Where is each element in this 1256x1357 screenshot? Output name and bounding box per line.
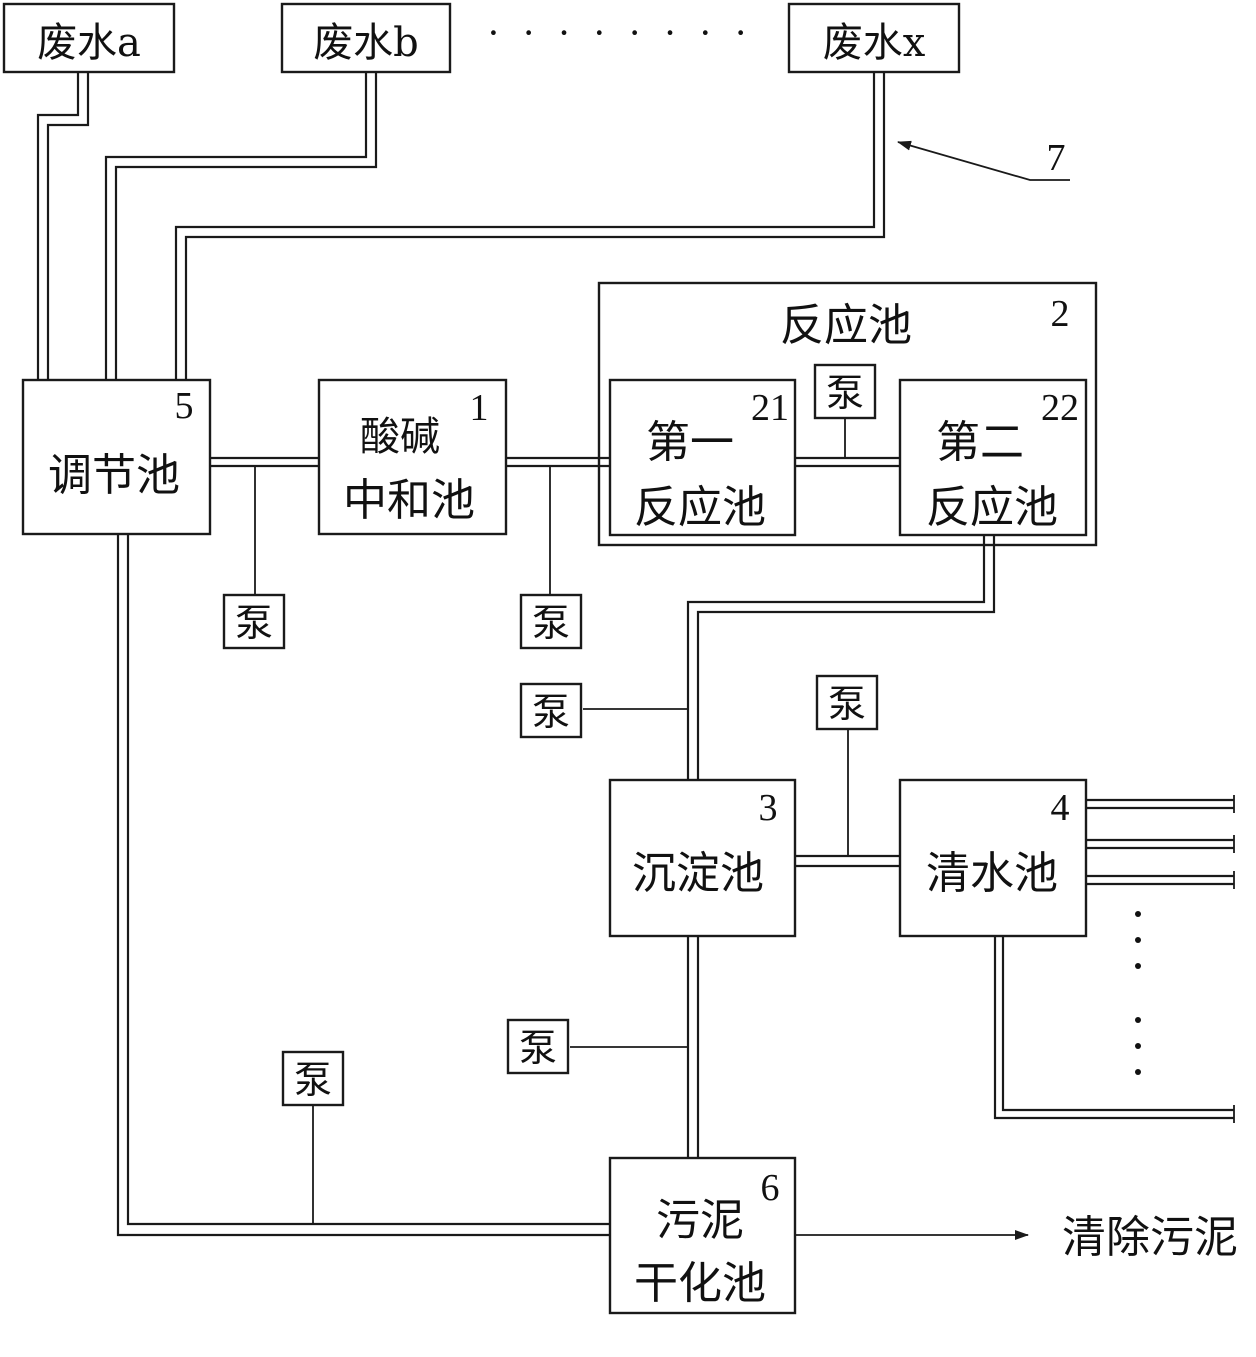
second-reactor-line2: 反应池 bbox=[926, 482, 1058, 533]
sludge-pool-line2: 干化池 bbox=[634, 1258, 766, 1309]
pump-7: 泵 bbox=[281, 1050, 345, 1107]
clear-water-pool-number: 4 bbox=[1051, 787, 1070, 829]
pipe-a-to-regulating bbox=[36, 72, 80, 380]
clear-water-pool-label: 清水池 bbox=[926, 848, 1058, 899]
sludge-pool-number: 6 bbox=[761, 1167, 780, 1209]
clear-water-pool: 清水池 4 bbox=[898, 778, 1088, 938]
pump-6: 泵 bbox=[506, 1018, 570, 1075]
source-x: 废水x bbox=[787, 2, 961, 74]
regulating-pool-label: 调节池 bbox=[48, 450, 180, 501]
source-b-label: 废水b bbox=[313, 20, 419, 66]
pump-5: 泵 bbox=[815, 674, 879, 731]
neutralization-pool-line1: 酸碱 bbox=[360, 414, 440, 460]
sludge-drying-pool: 污泥 干化池 6 bbox=[608, 1156, 797, 1315]
pump-1-label: 泵 bbox=[235, 601, 273, 645]
first-reactor-line1: 第一 bbox=[646, 417, 734, 468]
reference-7-leader bbox=[897, 140, 1070, 181]
first-reactor-number: 21 bbox=[751, 387, 789, 429]
reaction-pool-number: 2 bbox=[1051, 293, 1070, 335]
reaction-pool-group: 反应池 2 bbox=[597, 281, 1098, 547]
neutralization-pool-number: 1 bbox=[470, 387, 489, 429]
source-x-label: 废水x bbox=[823, 20, 926, 66]
pump-4-label: 泵 bbox=[532, 690, 570, 734]
pump-6-label: 泵 bbox=[519, 1026, 557, 1070]
sources-ellipsis: · · · · · · · · bbox=[487, 10, 754, 55]
second-reactor-number: 22 bbox=[1041, 387, 1079, 429]
pump-connections bbox=[254, 418, 849, 1224]
pipe-regulating-to-sludge bbox=[116, 534, 610, 1237]
neutralization-pool: 酸碱 中和池 1 bbox=[317, 378, 508, 536]
pipe-x-to-regulating bbox=[174, 72, 876, 380]
source-b: 废水b bbox=[280, 2, 452, 74]
pipe-b-to-regulating bbox=[104, 72, 368, 380]
source-a: 废水a bbox=[2, 2, 176, 74]
pump-3: 泵 bbox=[813, 363, 877, 420]
pipes bbox=[36, 72, 1235, 1237]
source-a-label: 废水a bbox=[37, 20, 141, 66]
regulating-pool: 调节池 5 bbox=[21, 378, 212, 536]
pump-2: 泵 bbox=[519, 593, 583, 650]
pump-4: 泵 bbox=[519, 682, 583, 739]
sedimentation-pool: 沉淀池 3 bbox=[608, 778, 797, 938]
second-reactor-line1: 第二 bbox=[936, 417, 1024, 468]
pump-1: 泵 bbox=[222, 593, 286, 650]
sedimentation-pool-number: 3 bbox=[759, 787, 778, 829]
pump-7-label: 泵 bbox=[294, 1058, 332, 1102]
sludge-output-label: 清除污泥 bbox=[1062, 1212, 1238, 1263]
outlet-ellipsis bbox=[1135, 911, 1141, 1075]
pipe-reactor2-to-sedimentation bbox=[686, 535, 986, 780]
pump-5-label: 泵 bbox=[828, 682, 866, 726]
regulating-pool-number: 5 bbox=[175, 385, 194, 427]
second-reactor: 第二 反应池 22 bbox=[898, 378, 1088, 537]
reference-7-label: 7 bbox=[1047, 137, 1066, 179]
pump-3-label: 泵 bbox=[826, 371, 864, 415]
first-reactor: 第一 反应池 21 bbox=[608, 378, 797, 537]
first-reactor-line2: 反应池 bbox=[634, 482, 766, 533]
sludge-pool-line1: 污泥 bbox=[656, 1195, 744, 1246]
neutralization-pool-line2: 中和池 bbox=[343, 475, 475, 526]
clearwater-outlets bbox=[993, 795, 1235, 1123]
pump-2-label: 泵 bbox=[532, 601, 570, 645]
reaction-pool-title: 反应池 bbox=[780, 300, 912, 351]
sedimentation-pool-label: 沉淀池 bbox=[632, 848, 764, 899]
